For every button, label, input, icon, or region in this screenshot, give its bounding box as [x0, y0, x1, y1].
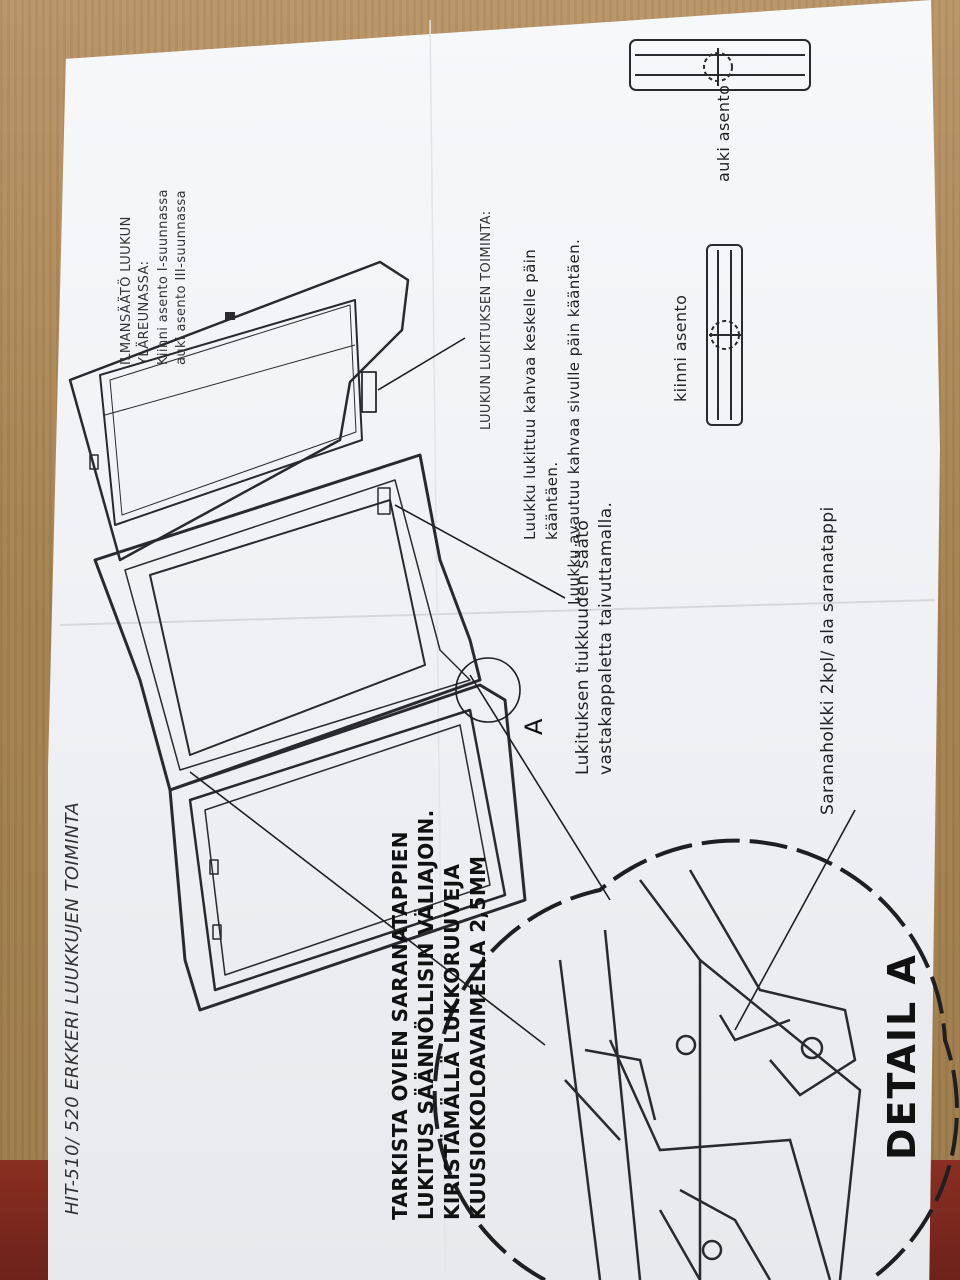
- upper-door-panel: [68, 260, 410, 562]
- check-line-1: TARKISTA OVIEN SARANATAPPIEN: [388, 831, 412, 1220]
- lock-adjust-line-2: vastakappaletta taivuttamalla.: [596, 501, 616, 775]
- check-line-3: KIRISTÄMÄLLÄ LUKKORUUVEJA: [440, 863, 464, 1220]
- air-vent-line-1: ILMANSÄÄTÖ LUUKUN: [119, 216, 134, 365]
- air-vent-line-2: YLÄREUNASSA:: [137, 260, 152, 365]
- lock-function-line-2: kääntäen.: [543, 461, 561, 541]
- detail-a-marker: A: [520, 718, 548, 735]
- detail-a-label: DETAIL A: [880, 953, 924, 1160]
- closed-position-label: kiinni asento: [671, 294, 690, 402]
- document-title: HIT-510/ 520 ERKKERI LUUKKUJEN TOIMINTA: [62, 801, 83, 1215]
- lock-function-line-1: Luukku lukittuu kahvaa keskelle päin: [521, 248, 539, 540]
- check-line-4: KUUSIOKOLOAVAIMELLA 2,5MM: [466, 855, 490, 1220]
- detail-a-circle: [432, 838, 959, 1280]
- check-line-2: LUKITUS SÄÄNNÖLLISIN VÄLIAJOIN.: [414, 809, 438, 1220]
- detail-a-marker-circle: [455, 657, 521, 723]
- closed-position-diagram: [706, 244, 743, 426]
- air-vent-line-3: Kiinni asento I-suunnassa: [156, 189, 171, 365]
- lower-door-panel: [168, 683, 527, 1012]
- open-position-diagram: [629, 39, 811, 91]
- instruction-sheet: [48, 0, 940, 1280]
- hinge-note: Saranaholkki 2kpl/ ala saranatappi: [818, 506, 838, 815]
- air-vent-line-4: auki asento III-suunnassa: [174, 189, 189, 365]
- lock-function-heading: LUUKUN LUKITUKSEN TOIMINTA:: [479, 210, 494, 430]
- open-position-label: auki asento: [714, 84, 733, 182]
- lock-function-line-3: Luukku avautuu kahvaa sivulle päin käänt…: [565, 238, 583, 605]
